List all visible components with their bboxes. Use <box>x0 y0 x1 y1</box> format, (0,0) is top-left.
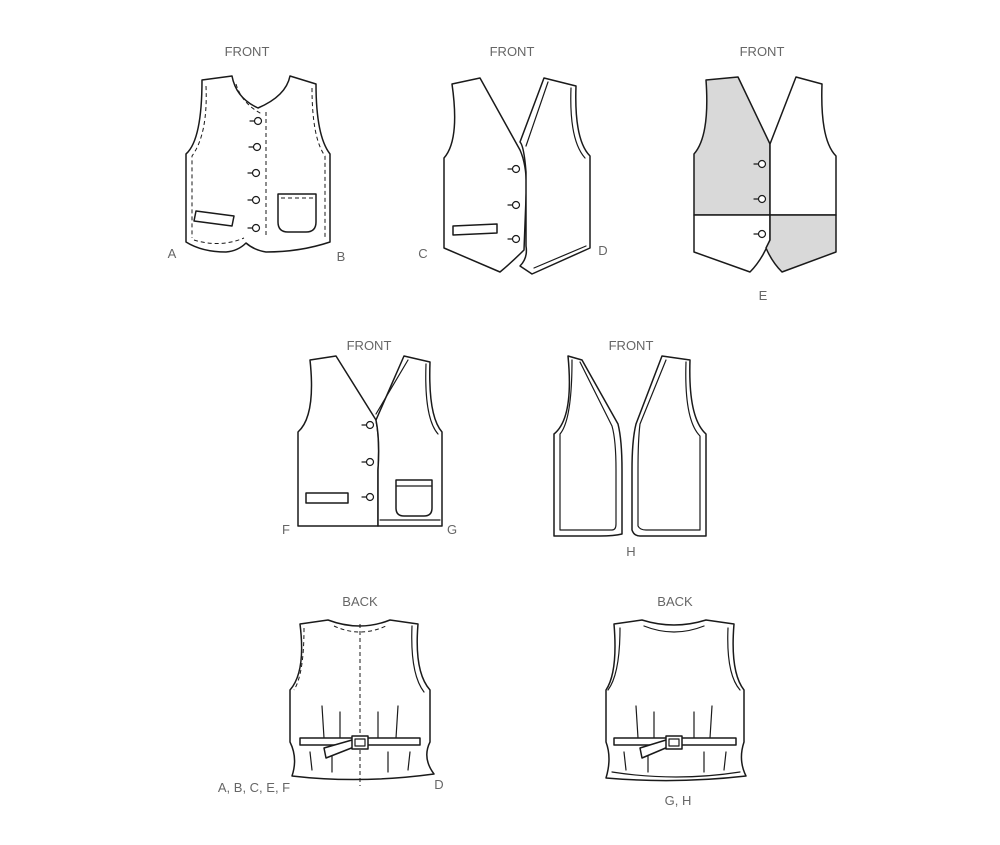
vest-ab-welt-pocket <box>193 210 235 227</box>
view-ab-front-label: FRONT <box>225 44 270 59</box>
view-c-label: C <box>418 246 427 261</box>
view-fg-front-label: FRONT <box>347 338 392 353</box>
vest-front-view-ab: FRONT A B <box>168 44 346 264</box>
vest-e-contrast-upper <box>693 76 771 216</box>
view-h-label: H <box>626 544 635 559</box>
vest-e-contrast-lower <box>765 214 837 273</box>
vest-e-buttons <box>753 159 767 239</box>
vest-front-view-fg: FRONT F G <box>282 338 457 537</box>
view-g-label: G <box>447 522 457 537</box>
view-f-label: F <box>282 522 290 537</box>
vest-ab-patch-pocket <box>277 193 317 233</box>
view-a-label: A <box>168 246 177 261</box>
back-left-views-label: A, B, C, E, F <box>218 780 290 795</box>
vest-back-view-left: BACK A, B, C, E, F D <box>218 594 444 795</box>
view-b-label: B <box>337 249 346 264</box>
vest-front-view-e: FRONT E <box>693 44 837 303</box>
back-left-d-label: D <box>434 777 443 792</box>
vest-cd-right-front <box>519 77 591 275</box>
vest-e-light-upper <box>769 76 837 216</box>
vest-cd-buttons <box>507 164 521 244</box>
view-e-front-label: FRONT <box>740 44 785 59</box>
vest-back-view-right: BACK G, H <box>605 594 747 808</box>
vest-fg-buttons <box>361 420 375 502</box>
view-h-front-label: FRONT <box>609 338 654 353</box>
back-right-views-label: G, H <box>665 793 692 808</box>
vest-h-right-front <box>631 355 707 537</box>
vest-front-view-cd: FRONT C D <box>418 44 608 275</box>
vest-h-left-front <box>553 355 623 537</box>
vest-fg-welt-pocket <box>305 492 349 504</box>
vest-cd-body <box>443 77 528 273</box>
vest-fg-patch-pocket <box>395 479 433 517</box>
back-left-label: BACK <box>342 594 378 609</box>
back-right-label: BACK <box>657 594 693 609</box>
view-cd-front-label: FRONT <box>490 44 535 59</box>
vest-ab-buttons <box>247 116 263 233</box>
view-d-label: D <box>598 243 607 258</box>
vest-e-light-lower <box>693 214 771 273</box>
vest-cd-welt-pocket <box>452 223 498 236</box>
view-e-label: E <box>759 288 768 303</box>
vest-front-view-h: FRONT H <box>553 338 707 559</box>
